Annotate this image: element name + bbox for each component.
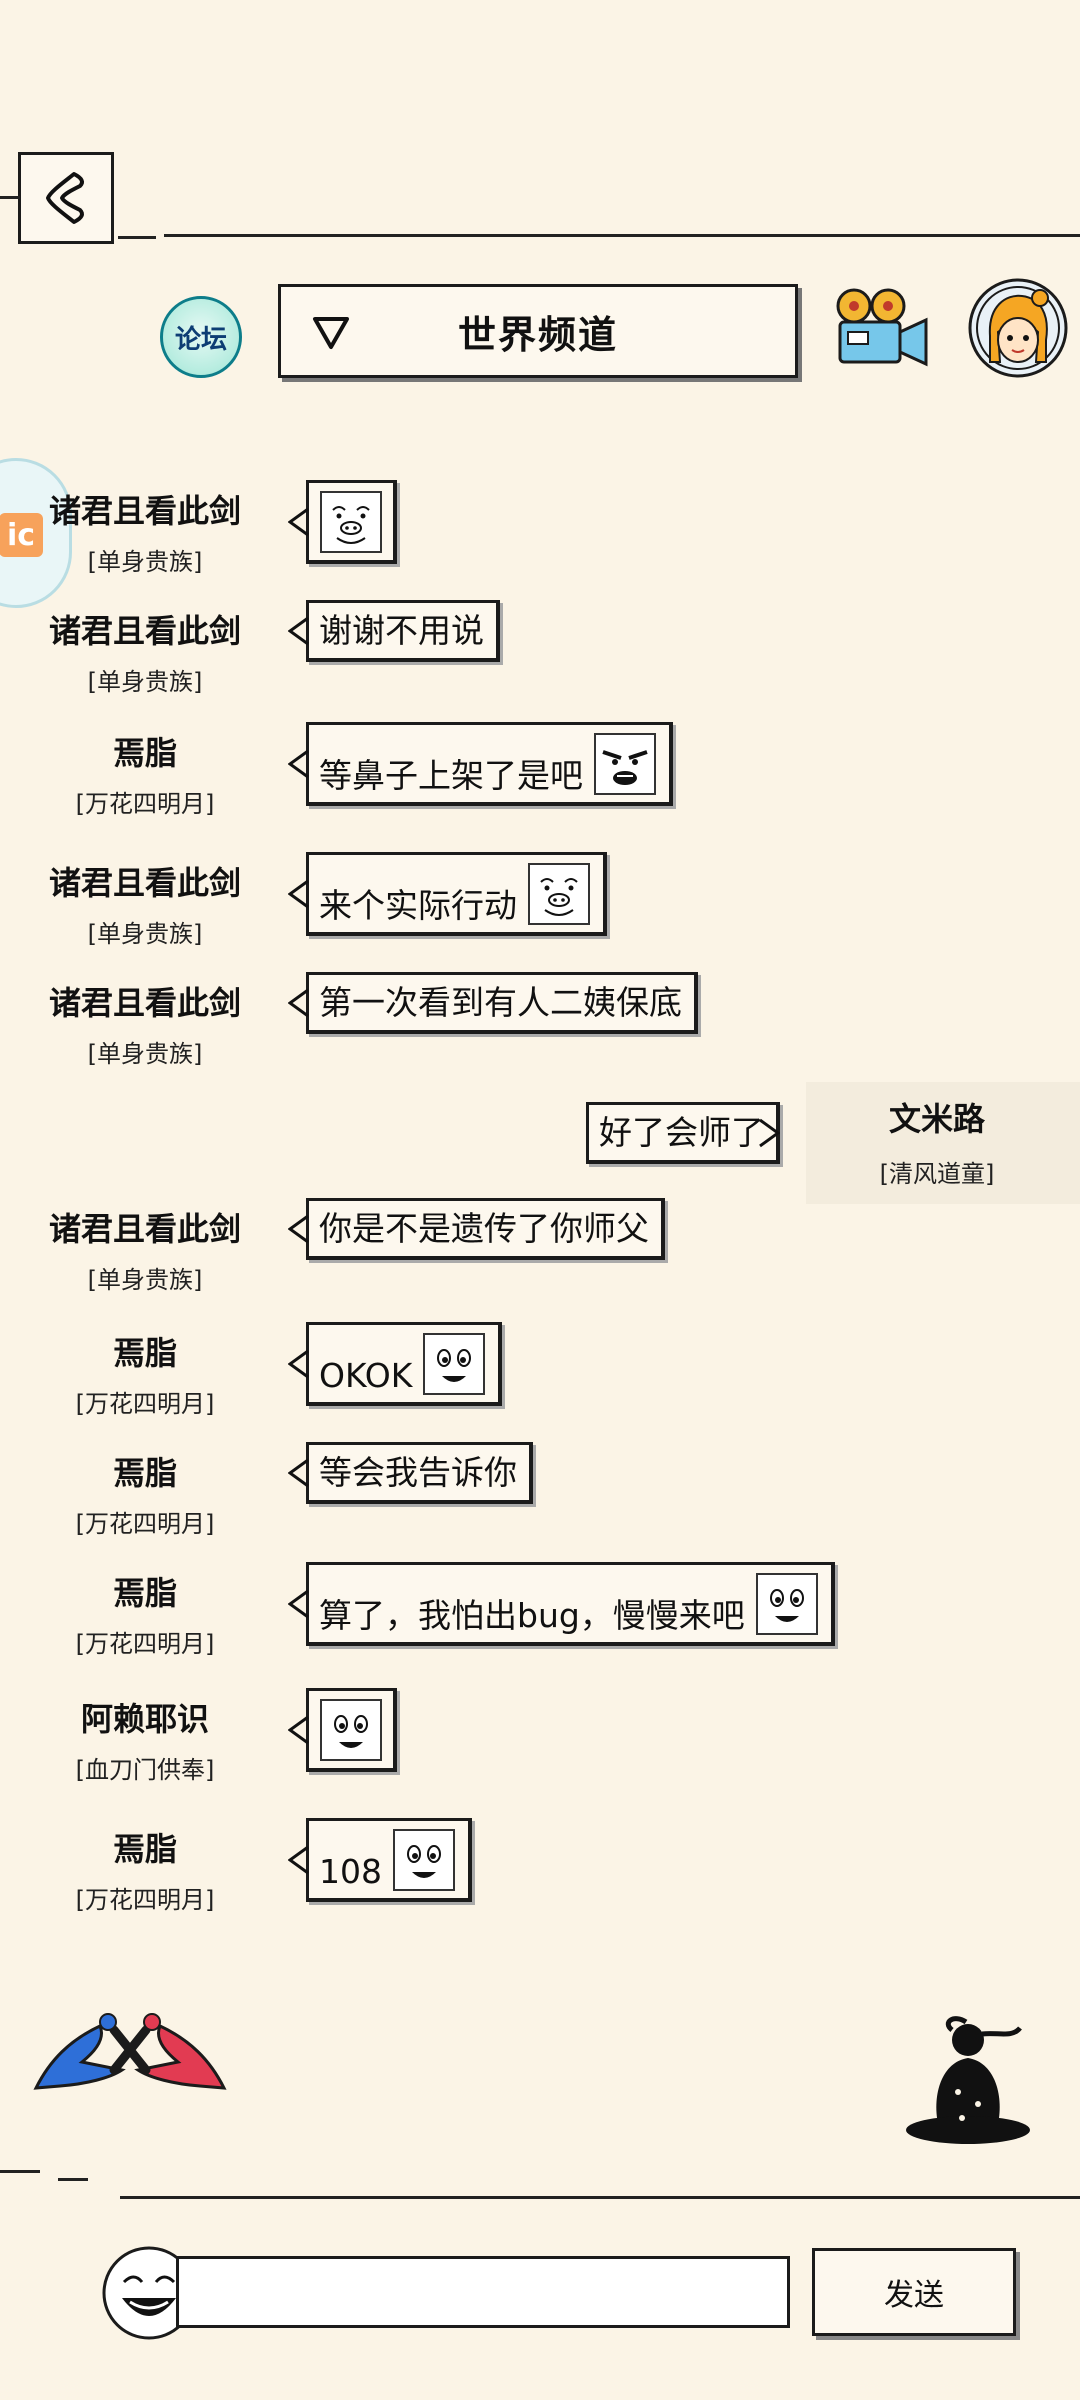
sender-name[interactable]: 诸君且看此剑: [48, 492, 241, 530]
chat-input[interactable]: [176, 2256, 790, 2328]
bubble-pointer-icon: [288, 1214, 309, 1244]
top-rule-short: [118, 236, 156, 239]
self-name-background: [806, 1082, 1080, 1204]
sender-title-tag: [万花四明月]: [75, 1390, 215, 1418]
angry-face-emote-icon: [594, 732, 656, 795]
bubble-pointer-icon: [288, 1589, 309, 1619]
bubble-pointer-icon: [288, 1458, 309, 1488]
dropdown-triangle-icon: [313, 317, 349, 349]
message-bubble[interactable]: 108: [306, 1818, 472, 1902]
sender-title-tag: [单身贵族]: [87, 548, 203, 576]
smile-face-emote-icon: [393, 1828, 455, 1891]
floating-widget-logo: ic: [0, 513, 43, 557]
message-bubble[interactable]: [306, 480, 397, 564]
sender-title-tag: [万花四明月]: [75, 1630, 215, 1658]
message-text: 等会我告诉你: [319, 1453, 517, 1492]
pig-face-emote-icon: [320, 490, 382, 553]
sender-name[interactable]: 阿赖耶识: [80, 1700, 209, 1738]
bubble-pointer-icon: [288, 1715, 309, 1745]
send-button[interactable]: 发送: [812, 2248, 1016, 2336]
back-chevron-icon: [46, 172, 84, 224]
message-text: 算了，我怕出bug，慢慢来吧: [319, 1596, 745, 1635]
sender-name[interactable]: 焉脂: [112, 1334, 177, 1372]
sender-title-tag: [单身贵族]: [87, 668, 203, 696]
message-bubble[interactable]: 等会我告诉你: [306, 1442, 533, 1504]
message-bubble[interactable]: 等鼻子上架了是吧: [306, 722, 673, 806]
bottom-rule-long: [120, 2196, 1080, 2199]
sender-title-tag: [单身贵族]: [87, 1266, 203, 1294]
top-rule-long: [164, 234, 1080, 237]
sender-name[interactable]: 焉脂: [112, 1574, 177, 1612]
back-button[interactable]: [18, 152, 114, 244]
sender-name[interactable]: 诸君且看此剑: [48, 984, 241, 1022]
sender-title-tag: [万花四明月]: [75, 1886, 215, 1914]
message-text: 来个实际行动: [319, 886, 517, 925]
sender-title-tag: [万花四明月]: [75, 790, 215, 818]
message-bubble[interactable]: 谢谢不用说: [306, 600, 500, 662]
user-avatar[interactable]: [966, 276, 1070, 380]
sender-name[interactable]: 诸君且看此剑: [48, 612, 241, 650]
message-text: 你是不是遗传了你师父: [319, 1209, 649, 1248]
sender-name[interactable]: 文米路: [888, 1100, 985, 1138]
sender-name[interactable]: 焉脂: [112, 1454, 177, 1492]
bubble-pointer-icon: [288, 879, 309, 909]
bubble-pointer-icon: [288, 1349, 309, 1379]
bubble-pointer-icon: [288, 1845, 309, 1875]
bottom-rule-a: [0, 2170, 40, 2173]
channel-title: 世界频道: [457, 312, 618, 357]
message-bubble[interactable]: 来个实际行动: [306, 852, 607, 936]
bubble-pointer-icon: [288, 988, 309, 1018]
sender-title-tag: [单身贵族]: [87, 1040, 203, 1068]
sender-title-tag: [万花四明月]: [75, 1510, 215, 1538]
channel-selector[interactable]: 世界频道: [278, 284, 798, 378]
sender-name[interactable]: 诸君且看此剑: [48, 1210, 241, 1248]
video-camera-icon[interactable]: [826, 282, 936, 374]
message-bubble[interactable]: 算了，我怕出bug，慢慢来吧: [306, 1562, 835, 1646]
message-bubble[interactable]: [306, 1688, 397, 1772]
message-text: 谢谢不用说: [319, 611, 484, 650]
sender-title-tag: [清风道童]: [879, 1160, 995, 1188]
sender-name[interactable]: 诸君且看此剑: [48, 864, 241, 902]
message-text: 108: [319, 1852, 382, 1891]
message-bubble[interactable]: 好了会师了: [586, 1102, 780, 1164]
smile-face-emote-icon: [755, 1572, 818, 1635]
sender-name[interactable]: 焉脂: [112, 1830, 177, 1868]
message-text: 第一次看到有人二姨保底: [319, 983, 682, 1022]
forum-label: 论坛: [174, 324, 227, 355]
sender-title-tag: [血刀门供奉]: [75, 1756, 215, 1784]
bubble-pointer-icon: [288, 749, 309, 779]
pig-face-emote-icon: [528, 862, 590, 925]
message-text: OKOK: [319, 1356, 413, 1395]
smile-face-emote-icon: [423, 1332, 486, 1395]
message-text: 好了会师了: [599, 1113, 764, 1152]
floating-assistant-widget[interactable]: ic: [0, 458, 72, 608]
message-bubble[interactable]: OKOK: [306, 1322, 503, 1406]
forum-button[interactable]: 论坛: [160, 296, 242, 378]
smile-face-emote-icon: [320, 1698, 382, 1761]
bottom-rule-b: [58, 2178, 88, 2181]
laughing-emoji-icon[interactable]: [100, 2244, 198, 2342]
bubble-pointer-icon: [288, 507, 309, 537]
bubble-pointer-icon: [288, 616, 309, 646]
message-bubble[interactable]: 第一次看到有人二姨保底: [306, 972, 698, 1034]
crossed-swords-logo: [33, 2013, 227, 2090]
sender-title-tag: [单身贵族]: [87, 920, 203, 948]
message-bubble[interactable]: 你是不是遗传了你师父: [306, 1198, 665, 1260]
meditating-figure-icon[interactable]: [902, 2014, 1032, 2146]
sender-name[interactable]: 焉脂: [112, 734, 177, 772]
send-button-label: 发送: [884, 2278, 944, 2313]
bubble-pointer-icon: [759, 1118, 780, 1148]
top-rule-left: [0, 196, 20, 199]
message-text: 等鼻子上架了是吧: [319, 756, 583, 795]
